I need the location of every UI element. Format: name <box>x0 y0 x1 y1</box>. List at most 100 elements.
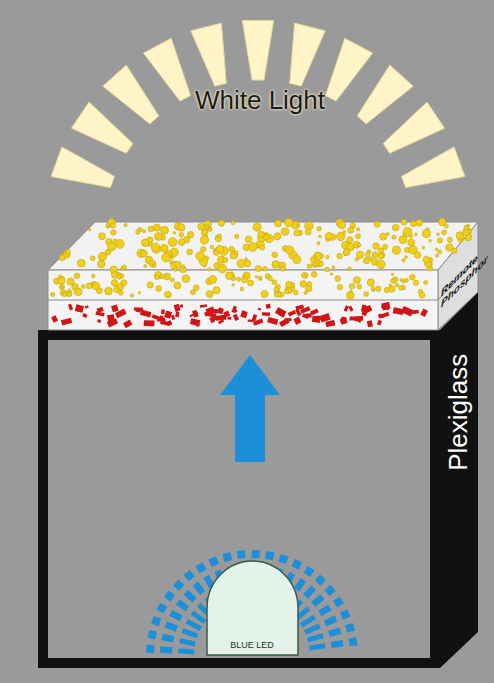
blue-ray <box>187 621 201 629</box>
yellow-phosphor <box>378 253 384 259</box>
yellow-phosphor <box>164 273 171 280</box>
blue-ray <box>313 597 322 605</box>
yellow-phosphor <box>61 286 63 288</box>
yellow-phosphor <box>74 288 82 296</box>
yellow-phosphor <box>392 224 399 231</box>
blue-ray <box>269 552 270 560</box>
yellow-phosphor <box>217 234 221 238</box>
yellow-phosphor <box>248 280 254 286</box>
led-dome-shape <box>207 561 298 655</box>
yellow-phosphor <box>347 237 353 243</box>
yellow-phosphor <box>98 260 106 268</box>
red-phosphor <box>367 320 373 327</box>
yellow-phosphor <box>165 291 172 298</box>
yellow-phosphor <box>229 246 234 251</box>
blue-ray <box>346 627 354 629</box>
yellow-phosphor <box>337 253 343 259</box>
blue-ray <box>178 651 194 652</box>
blue-ray <box>187 572 192 578</box>
blue-ray <box>158 606 165 610</box>
yellow-phosphor <box>230 251 238 259</box>
yellow-phosphor <box>348 267 351 270</box>
yellow-phosphor <box>206 291 213 298</box>
yellow-phosphor <box>304 291 308 295</box>
yellow-phosphor <box>121 280 127 286</box>
yellow-phosphor <box>245 258 248 261</box>
blue-ray <box>148 634 156 636</box>
blue-ray <box>192 613 205 622</box>
yellow-phosphor <box>67 289 71 293</box>
yellow-phosphor <box>151 243 160 252</box>
yellow-phosphor <box>294 230 300 236</box>
yellow-phosphor <box>408 239 415 246</box>
yellow-phosphor <box>317 226 322 231</box>
yellow-phosphor <box>319 235 322 238</box>
yellow-phosphor <box>88 228 91 231</box>
yellow-phosphor <box>90 256 95 261</box>
red-phosphor <box>218 319 224 324</box>
yellow-phosphor <box>402 259 405 262</box>
red-phosphor <box>285 318 292 321</box>
red-phosphor <box>233 308 237 313</box>
yellow-phosphor <box>155 233 163 241</box>
red-phosphor <box>253 319 263 326</box>
blue-ray <box>226 553 228 561</box>
yellow-phosphor <box>152 264 156 268</box>
yellow-phosphor <box>364 292 369 297</box>
red-phosphor <box>302 313 309 319</box>
red-phosphor <box>161 309 165 314</box>
yellow-phosphor <box>200 236 208 244</box>
yellow-phosphor <box>281 228 289 236</box>
yellow-phosphor <box>113 239 117 243</box>
yellow-phosphor <box>451 248 456 253</box>
yellow-phosphor <box>338 221 346 229</box>
plexiglass-front <box>48 340 430 658</box>
red-phosphor <box>378 313 383 318</box>
yellow-phosphor <box>161 226 169 234</box>
red-phosphor <box>233 314 240 321</box>
red-phosphor <box>152 314 160 320</box>
blue-ray <box>329 631 341 634</box>
yellow-phosphor <box>404 278 408 282</box>
yellow-phosphor <box>275 220 282 227</box>
blue-ray <box>327 588 333 593</box>
yellow-phosphor <box>435 254 438 257</box>
yellow-phosphor <box>243 275 246 278</box>
yellow-phosphor <box>141 239 149 247</box>
red-phosphor <box>377 320 382 326</box>
blue-ray <box>199 564 203 571</box>
red-phosphor <box>107 314 115 322</box>
yellow-phosphor <box>307 264 311 268</box>
yellow-phosphor <box>170 278 174 282</box>
red-phosphor <box>134 307 143 311</box>
yellow-phosphor <box>260 245 265 250</box>
yellow-phosphor <box>310 257 316 263</box>
blue-ray <box>301 617 315 625</box>
yellow-phosphor <box>372 252 378 258</box>
yellow-phosphor <box>148 226 154 232</box>
phosphor-particles <box>51 218 472 328</box>
yellow-phosphor <box>423 256 430 263</box>
yellow-phosphor <box>349 283 355 289</box>
yellow-phosphor <box>196 252 205 261</box>
red-phosphor <box>190 318 200 326</box>
yellow-phosphor <box>124 224 127 227</box>
yellow-phosphor <box>419 292 425 298</box>
yellow-phosphor <box>208 227 212 231</box>
yellow-phosphor <box>258 276 262 280</box>
red-phosphor <box>223 311 230 318</box>
yellow-phosphor <box>187 231 193 237</box>
red-phosphor <box>200 304 207 307</box>
yellow-phosphor <box>356 228 359 231</box>
yellow-phosphor <box>442 230 447 235</box>
yellow-phosphor <box>335 276 341 282</box>
yellow-phosphor <box>174 282 181 289</box>
yellow-phosphor <box>356 251 363 258</box>
red-phosphor <box>258 308 262 311</box>
red-phosphor <box>344 305 349 312</box>
yellow-phosphor <box>106 223 110 227</box>
yellow-phosphor <box>74 273 80 279</box>
red-phosphor <box>97 319 102 323</box>
yellow-phosphor <box>422 230 430 238</box>
light-ray <box>71 102 132 153</box>
